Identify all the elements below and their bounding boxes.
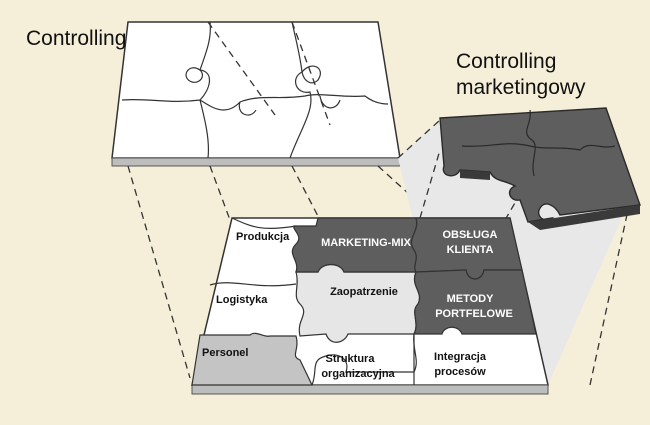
label-marketing-mix: MARKETING-MIX — [321, 237, 411, 249]
label-obsluga: OBSŁUGA — [443, 229, 498, 241]
label-klienta: KLIENTA — [447, 244, 494, 256]
controlling-puzzle-edge — [111, 157, 401, 167]
controlling-puzzle-seams — [121, 21, 389, 159]
marketing-puzzle-edge — [460, 170, 640, 230]
marketing-puzzle-seams — [461, 109, 616, 177]
controlling-puzzle-tabs — [185, 65, 341, 116]
bottom-puzzle-edge — [191, 384, 549, 395]
projection-line — [397, 119, 441, 159]
title-controlling-marketing-line1: Controlling — [456, 50, 557, 73]
piece-personel — [191, 332, 313, 386]
projection-line — [209, 165, 231, 221]
bottom-puzzle: Produkcja MARKETING-MIX OBSŁUGA KLIENTA … — [191, 217, 549, 395]
title-controlling-marketing-line2: marketingowy — [456, 76, 586, 99]
controlling-puzzle — [111, 21, 401, 167]
label-zaopatrzenie: Zaopatrzenie — [330, 286, 398, 298]
label-organizacyjna: organizacyjna — [321, 368, 395, 380]
bottom-puzzle-seams — [209, 217, 417, 386]
label-integracja: Integracja — [434, 351, 487, 363]
label-personel: Personel — [202, 347, 248, 359]
title-controlling: Controlling — [26, 27, 127, 50]
controlling-puzzle-board — [111, 21, 401, 159]
piece-metody-portfelowe — [413, 269, 537, 335]
label-metody: METODY — [447, 293, 495, 305]
marketing-puzzle-pieces — [439, 107, 641, 223]
label-produkcja: Produkcja — [236, 231, 290, 243]
projection-line — [291, 21, 331, 126]
piece-zaopatrzenie — [295, 263, 420, 343]
label-procesow: procesów — [434, 366, 486, 378]
label-struktura: Struktura — [326, 353, 376, 365]
projection-line — [127, 165, 191, 379]
label-portfelowe: PORTFELOWE — [435, 308, 513, 320]
projection-line — [291, 165, 321, 221]
marketing-projection-lines — [397, 119, 629, 386]
projection-line — [589, 209, 629, 386]
label-logistyka: Logistyka — [216, 294, 268, 306]
marketing-puzzle — [439, 107, 641, 230]
